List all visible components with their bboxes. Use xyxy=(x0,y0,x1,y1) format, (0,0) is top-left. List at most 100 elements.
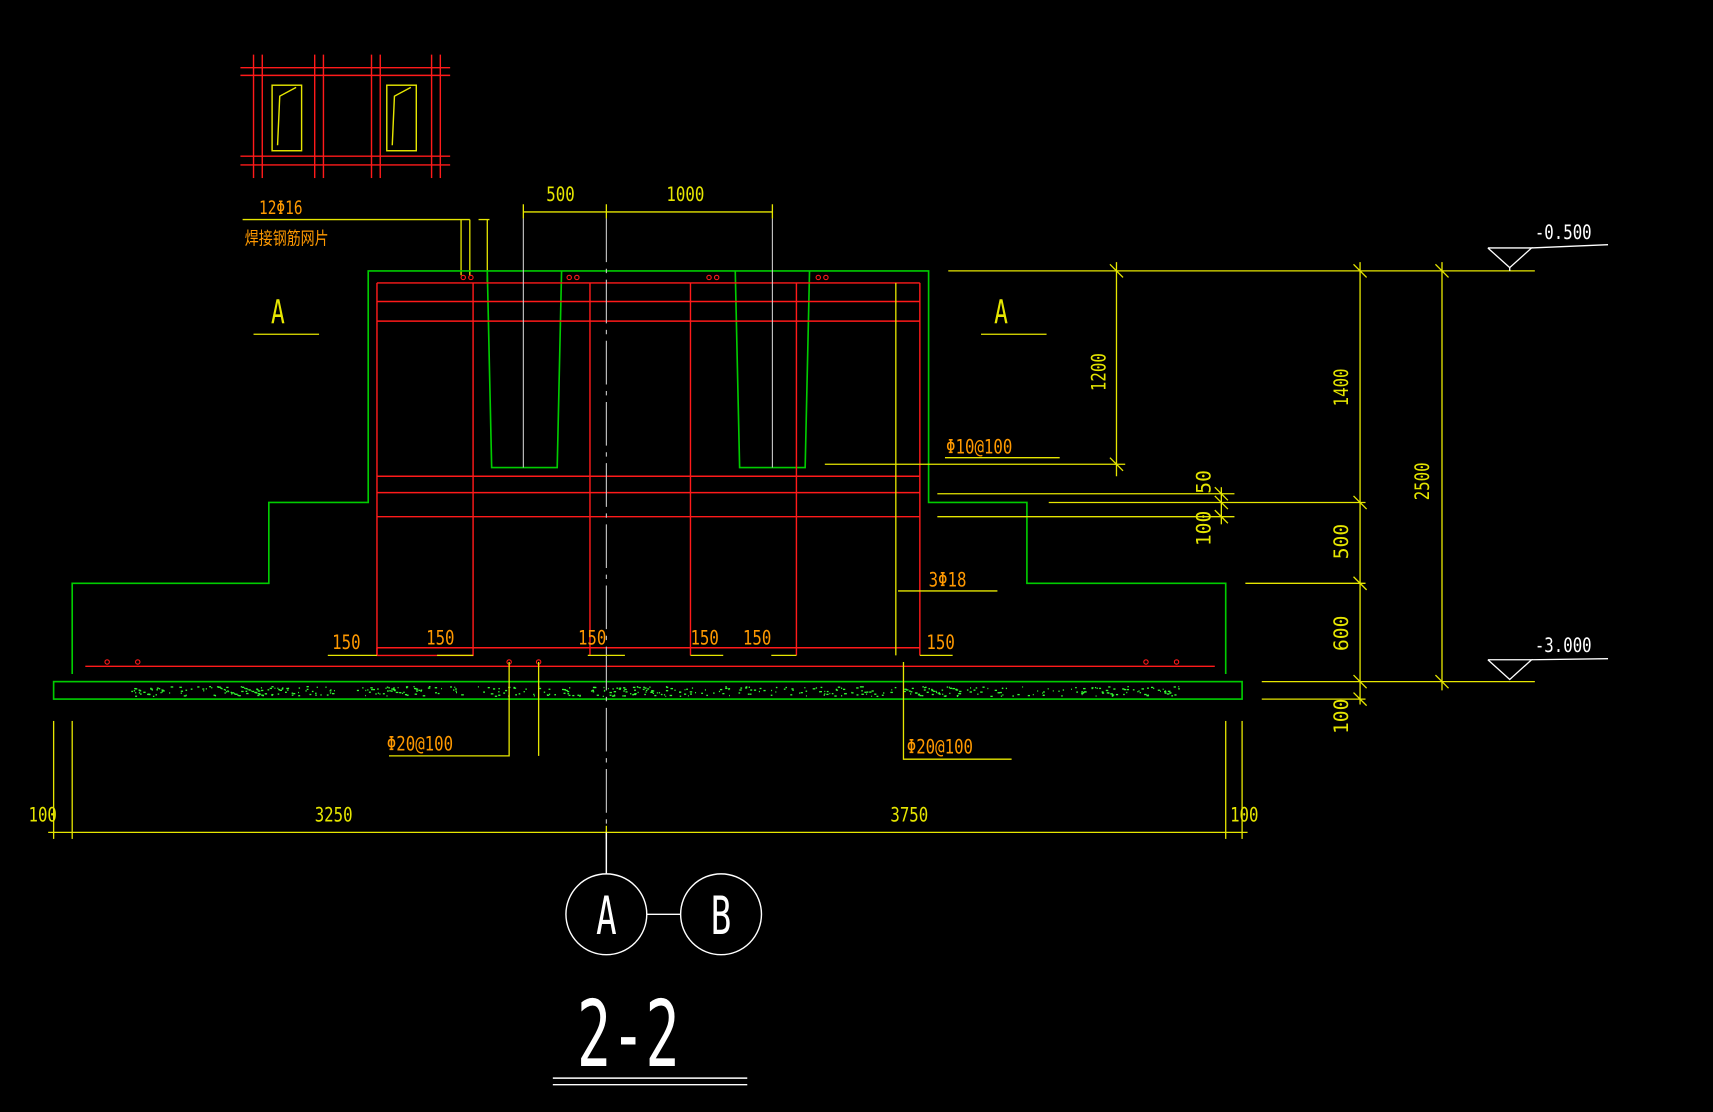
axis-bubble-texts: A B xyxy=(596,887,731,947)
hatch-dot xyxy=(1076,691,1079,693)
hatch-dot xyxy=(1106,692,1110,694)
hatch-dot xyxy=(155,694,157,696)
hatch-dot xyxy=(218,686,221,688)
hatch-dot xyxy=(306,685,309,688)
hatch-dot xyxy=(477,686,479,688)
mesh-bar-label: 12Φ16 xyxy=(259,197,303,218)
hatch-dot xyxy=(745,686,748,688)
hatch-dot xyxy=(637,686,639,688)
hatch-dot xyxy=(287,689,289,691)
axis-label-a: A xyxy=(596,887,617,947)
hatch-dot xyxy=(258,693,261,695)
hatch-dot xyxy=(1137,691,1139,693)
mesh-leader: 12Φ16 焊接钢筋网片 xyxy=(242,197,490,282)
hatch-dot xyxy=(391,688,394,690)
hatch-dot xyxy=(271,693,274,696)
hatch-dot xyxy=(891,689,893,691)
hatch-dot xyxy=(298,695,301,697)
hatch-dot xyxy=(637,691,639,694)
hatch-dot xyxy=(925,686,927,688)
hatch-dot xyxy=(190,688,193,690)
hatch-dot xyxy=(634,689,636,691)
hatch-dot xyxy=(864,691,867,693)
hatch-dot xyxy=(389,690,391,692)
hatch-dot xyxy=(179,686,182,688)
bottom-bar-note-left: Φ20@100 xyxy=(387,733,453,756)
hatch-dot xyxy=(704,689,706,691)
hatch-dot xyxy=(226,686,229,689)
hatch-dot xyxy=(890,691,893,694)
hatch-dot xyxy=(924,686,926,689)
hatch-dot xyxy=(948,686,950,688)
hatch-dot xyxy=(639,686,641,689)
hatch-dot xyxy=(505,689,508,692)
hatch-dot xyxy=(224,689,226,691)
hatch-dot xyxy=(866,693,868,695)
hatch-dot xyxy=(1058,690,1060,692)
socket-left xyxy=(486,270,563,469)
hatch-dot xyxy=(623,695,627,697)
hatch-dot xyxy=(183,695,187,697)
hatch-dot xyxy=(567,693,570,695)
dim-middle-step: 500 xyxy=(1330,524,1353,560)
hatch-dot xyxy=(394,689,396,692)
hatch-dot xyxy=(492,688,496,690)
hatch-dot xyxy=(1115,693,1119,696)
hatch-dot xyxy=(1061,695,1063,697)
hatch-dot xyxy=(248,689,251,691)
hatch-dot xyxy=(386,695,388,697)
hatch-dot xyxy=(140,693,142,695)
drawing-title: 2-2 xyxy=(577,982,680,1089)
hatch-dot xyxy=(1126,691,1128,694)
hatch-dot xyxy=(728,688,730,691)
hatch-dot xyxy=(866,691,869,693)
dim-gap-small-2: 100 xyxy=(1192,511,1215,547)
hatch-dot xyxy=(1171,695,1174,697)
hatch-dot xyxy=(861,693,864,695)
hatch-dot xyxy=(931,693,934,696)
hatch-dot xyxy=(1111,694,1115,696)
hatch-dot xyxy=(1081,692,1084,695)
hatch-dot xyxy=(826,693,829,696)
hatch-dot xyxy=(329,692,332,694)
hatch-dot xyxy=(643,688,645,691)
hatch-dot xyxy=(1164,692,1167,694)
hatch-dot xyxy=(161,691,163,693)
hatch-dot xyxy=(1144,693,1147,696)
hatch-dot xyxy=(223,688,226,691)
hatch-dot xyxy=(418,689,421,692)
hatch-dot xyxy=(230,691,233,694)
hatch-dot xyxy=(624,688,627,691)
hatch-dot xyxy=(871,690,874,692)
dim-top-left: 500 xyxy=(546,183,574,206)
hatch-dot xyxy=(725,686,727,688)
hatch-dot xyxy=(1127,685,1129,688)
hatch-dot xyxy=(180,690,184,692)
hatch-dot xyxy=(365,694,367,697)
drawing-title-block: 2-2 xyxy=(552,982,748,1089)
hatch-dot xyxy=(370,687,373,689)
hatch-dot xyxy=(388,687,390,689)
hatch-dot xyxy=(1153,687,1155,690)
hatch-dot xyxy=(748,686,750,688)
hatch-dot xyxy=(799,692,801,694)
hatch-dot xyxy=(379,693,381,695)
hatch-dot xyxy=(241,686,245,688)
hatch-dot xyxy=(1113,688,1116,690)
hatch-dot xyxy=(372,688,375,691)
hatch-dot xyxy=(634,693,637,696)
hatch-dot xyxy=(977,693,979,695)
hatch-dot xyxy=(315,692,317,694)
hatch-dot xyxy=(982,686,985,688)
hatch-dot xyxy=(946,686,949,688)
hatch-dot xyxy=(1101,692,1105,694)
hatch-dot xyxy=(613,691,617,693)
hatch-dot xyxy=(1083,687,1086,690)
hatch-dot xyxy=(138,692,141,694)
hatch-dot xyxy=(663,694,666,696)
hatch-dot xyxy=(277,687,279,689)
section-mark-right: A xyxy=(994,293,1008,331)
hatch-dot xyxy=(861,690,863,692)
hatch-dot xyxy=(247,688,249,691)
